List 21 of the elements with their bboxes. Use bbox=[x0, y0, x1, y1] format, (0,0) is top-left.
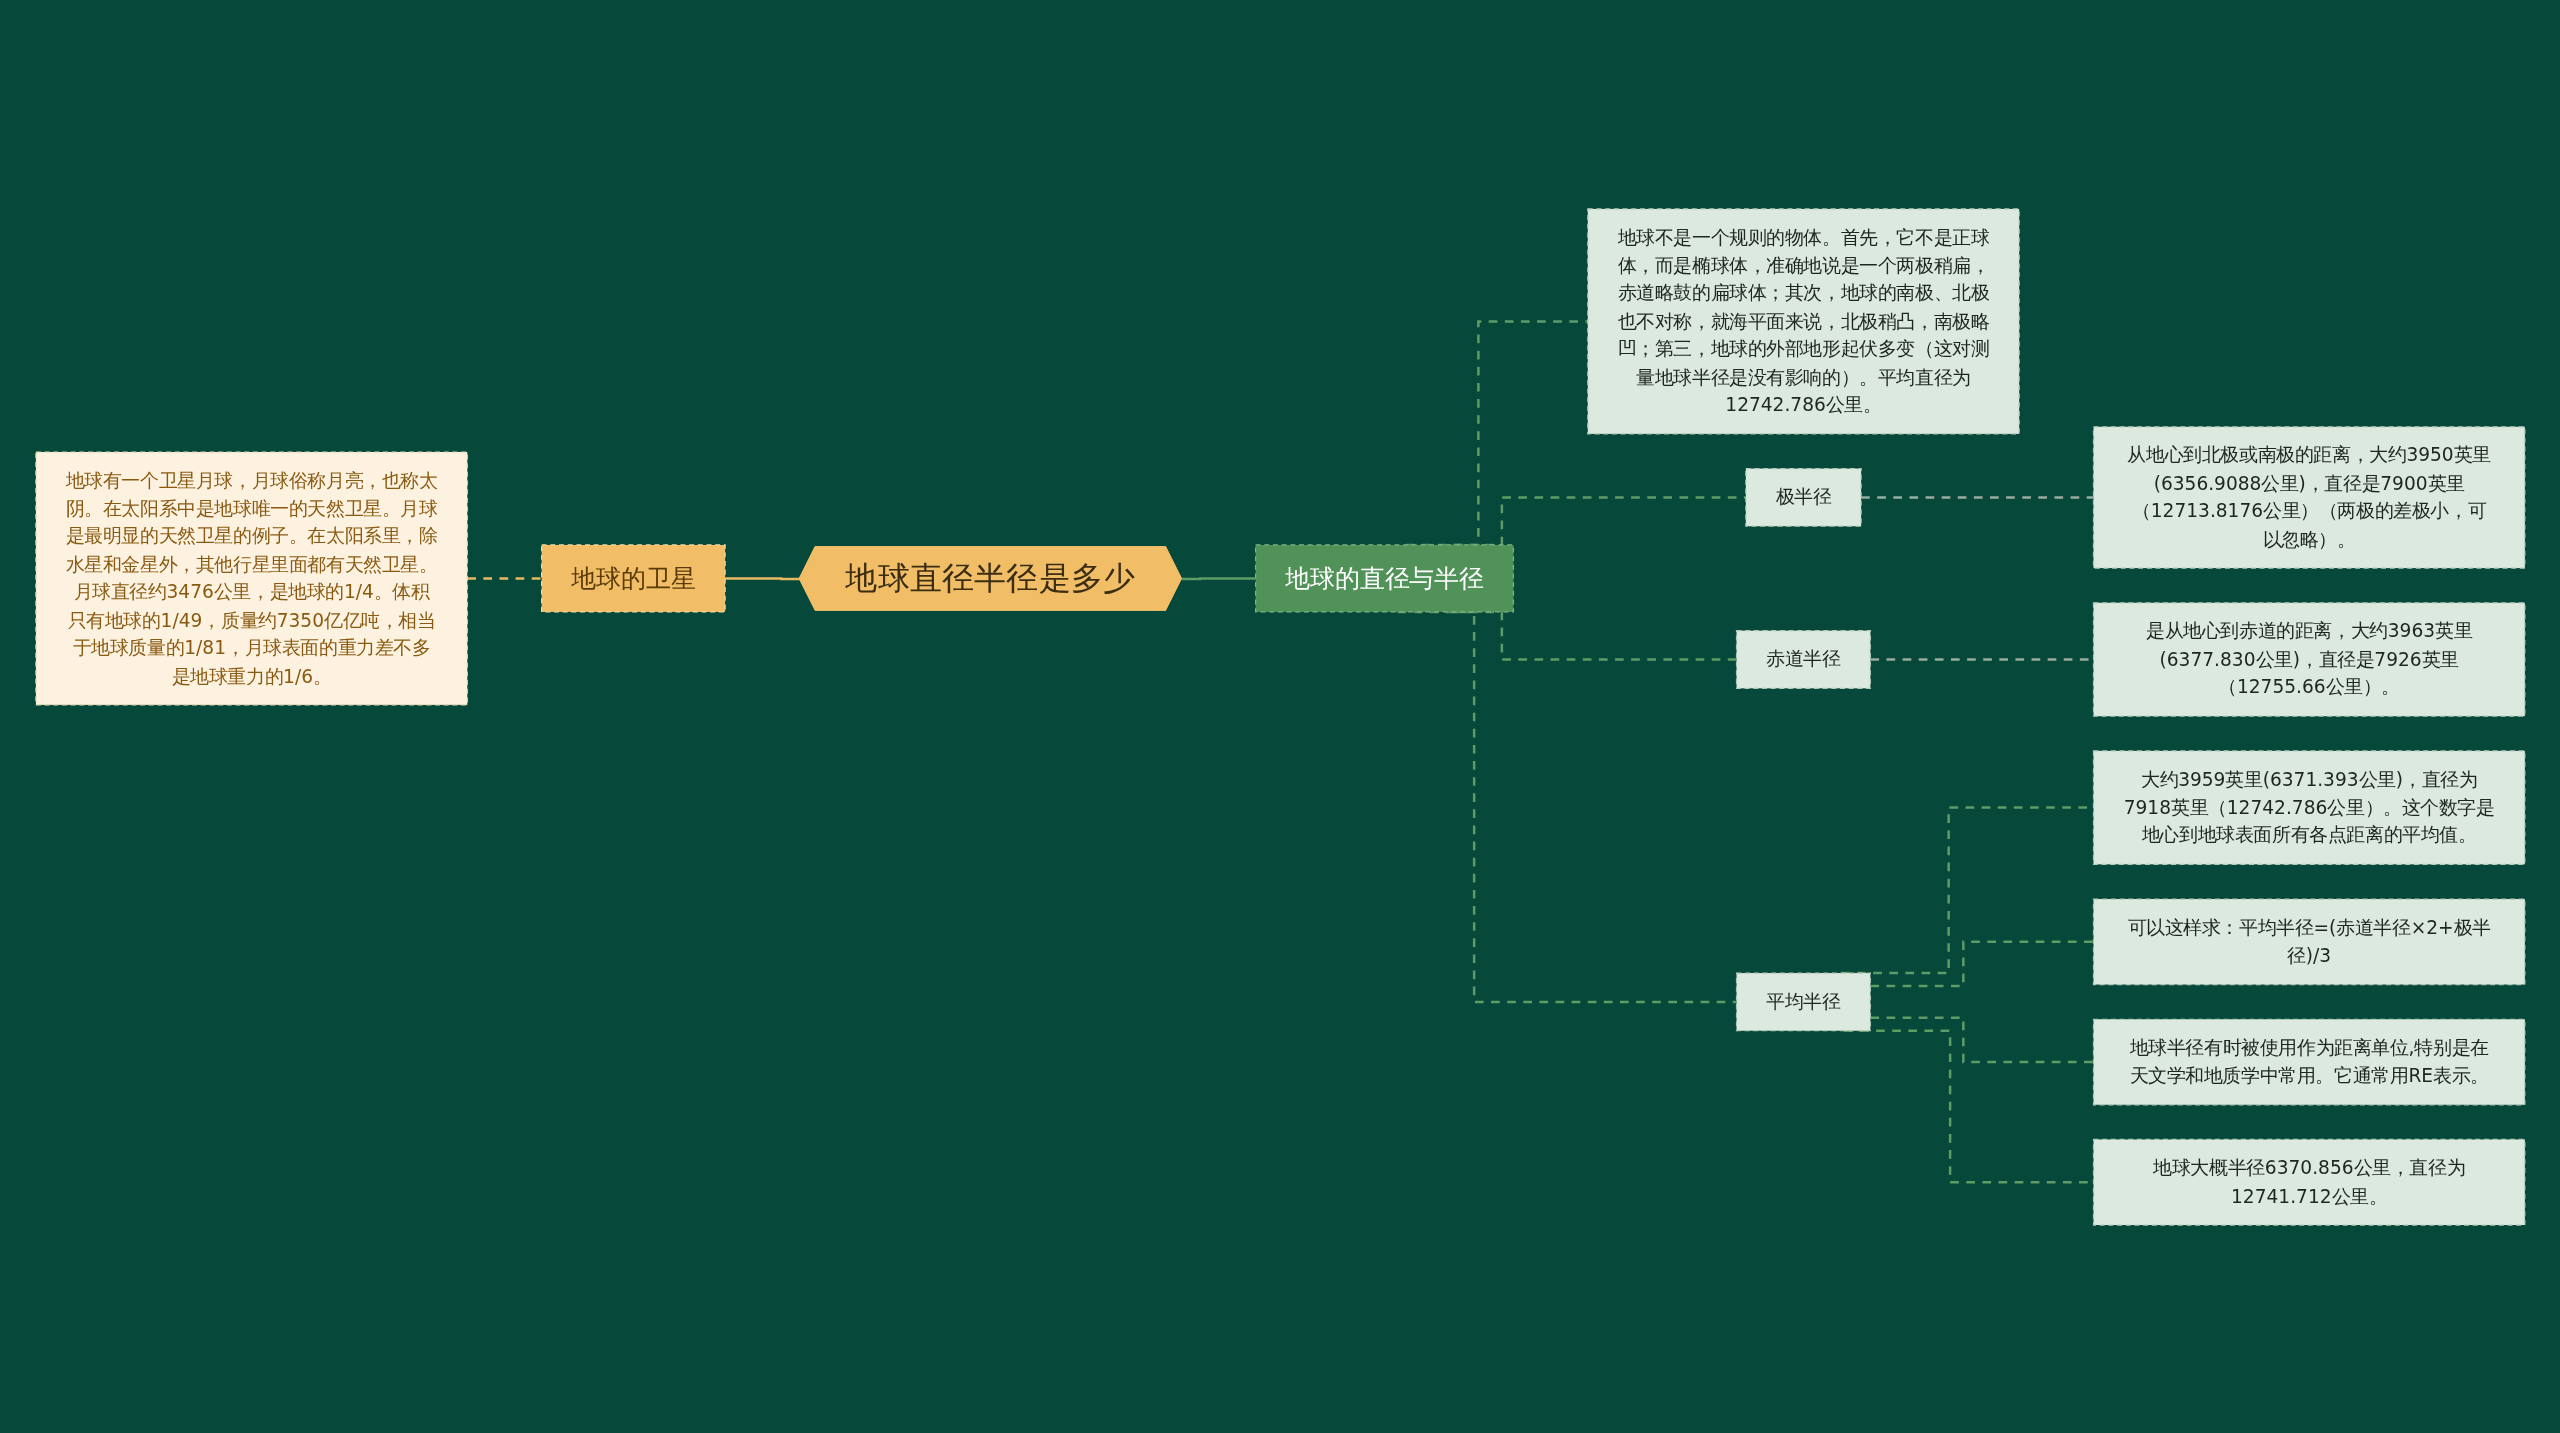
node-box: 大约3959英里(6371.393公里)，直径为7918英里（12742.786公里）。这个数字是地心到地球表面所有各点距离的平均值。 bbox=[2092, 749, 2526, 865]
node-box: 地球半径有时被使用作为距离单位,特别是在天文学和地质学中常用。它通常用RE表示。 bbox=[2092, 1018, 2526, 1105]
node-box: 地球的卫星 bbox=[540, 543, 726, 613]
node-box: 可以这样求：平均半径=(赤道半径×2+极半径)/3 bbox=[2092, 897, 2526, 985]
connector bbox=[1860, 495, 2094, 499]
node-box: 地球有一个卫星月球，月球俗称月亮，也称太阴。在太阳系中是地球唯一的天然卫星。月球是最明显的天然卫星的例子。在太阳系里，除水星和金星外，其他行星里面都有天然卫星。月球直径约3476公里，是地球的1/4。体积只有地球的1/49，质量约7350亿亿吨，相当于地球质量的1/81，月球表面的重力差不多是地球重力的1/6。 bbox=[34, 450, 468, 706]
node-box: 从地心到北极或南极的距离，大约3950英里(6356.9088公里)，直径是7900英里（12713.8176公里）（两极的差极小，可以忽略）。 bbox=[2092, 425, 2526, 569]
node-box: 地球大概半径6370.856公里，直径为12741.712公里。 bbox=[2092, 1138, 2526, 1226]
connector bbox=[1397, 610, 1737, 1003]
connector bbox=[724, 576, 800, 580]
connector bbox=[1870, 1016, 2094, 1063]
node-box: 地球的直径与半径 bbox=[1254, 543, 1514, 613]
node-box: 是从地心到赤道的距离，大约3963英里(6377.830公里)，直径是7926英里（12755.66公里）。 bbox=[2092, 601, 2526, 717]
connector bbox=[1870, 940, 2094, 987]
node-box: 极半径 bbox=[1744, 467, 1862, 527]
node-box: 赤道半径 bbox=[1735, 629, 1871, 689]
connector bbox=[1181, 576, 1256, 580]
connector bbox=[466, 576, 542, 580]
connector bbox=[1452, 610, 1737, 661]
node-box: 地球不是一个规则的物体。首先，它不是正球体，而是椭球体，准确地说是一个两极稍扁，赤道略鼓的扁球体；其次，地球的南极、北极也不对称，就海平面来说，北极稍凸，南极略凹；第三，地球的外部地形起伏多变（这对测量地球半径是没有影响的）。平均直径为12742.786公里。 bbox=[1586, 207, 2020, 435]
node-box: 平均半径 bbox=[1735, 972, 1871, 1031]
